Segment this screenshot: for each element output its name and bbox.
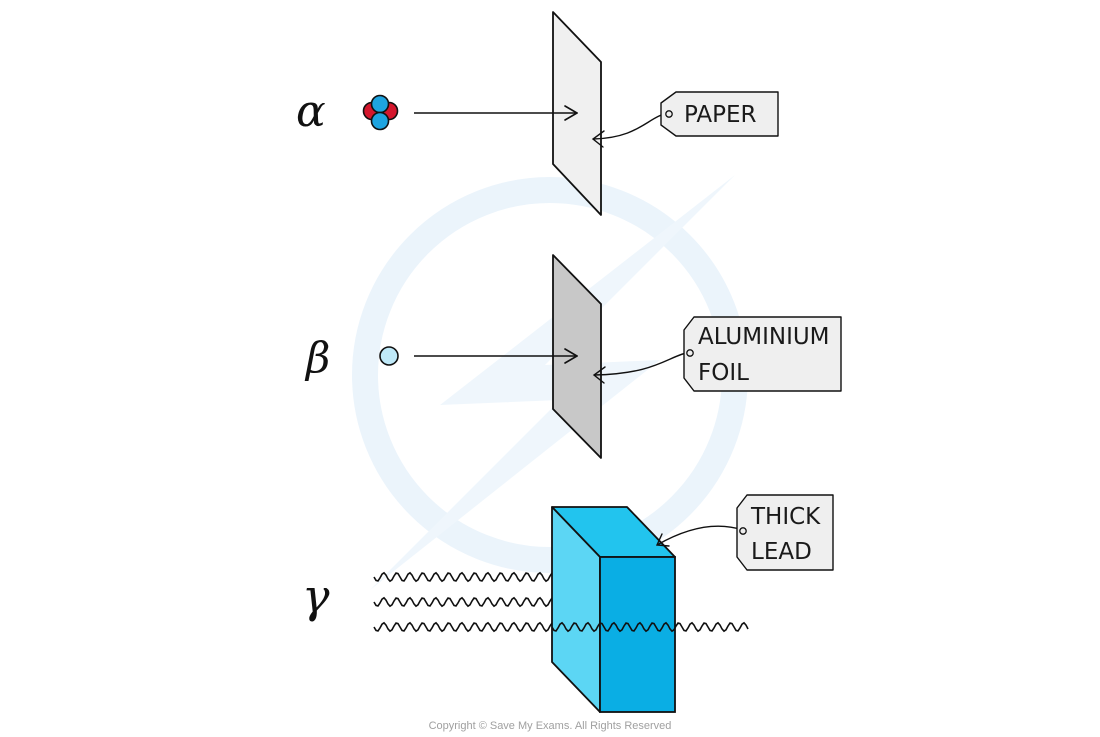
beta-particle-icon bbox=[379, 346, 399, 366]
lead-tag: THICK LEAD bbox=[736, 494, 834, 571]
foil-tag: ALUMINIUM FOIL bbox=[683, 316, 842, 392]
paper-tag-pointer bbox=[592, 112, 670, 140]
gamma-wave-1 bbox=[373, 571, 581, 583]
lead-block bbox=[551, 506, 676, 713]
lead-tag-line-1: THICK bbox=[750, 504, 821, 530]
gamma-symbol: γ bbox=[302, 569, 330, 623]
paper-tag-label: PAPER bbox=[684, 102, 757, 128]
alpha-symbol: α bbox=[296, 86, 326, 137]
lead-tag-line-2: LEAD bbox=[751, 539, 812, 565]
lead-tag-pointer-head bbox=[655, 533, 670, 547]
alpha-particle-icon bbox=[362, 94, 399, 131]
paper-tag: PAPER bbox=[660, 91, 779, 137]
foil-tag-line-2: FOIL bbox=[698, 360, 749, 386]
gamma-wave-3-through bbox=[551, 621, 749, 633]
label-tag-icon bbox=[683, 316, 842, 392]
paper-tag-pointer-head bbox=[591, 130, 605, 148]
foil-tag-pointer-head bbox=[592, 366, 606, 384]
alpha-row: α PAPER bbox=[296, 11, 779, 216]
label-tag-icon bbox=[736, 494, 834, 571]
copyright-notice: Copyright © Save My Exams. All Rights Re… bbox=[429, 720, 672, 732]
gamma-wave-3 bbox=[373, 621, 553, 633]
watermark-logo-icon bbox=[352, 175, 748, 590]
beta-symbol: β bbox=[304, 333, 330, 382]
lead-tag-pointer bbox=[656, 525, 744, 546]
foil-tag-line-1: ALUMINIUM bbox=[698, 324, 830, 350]
gamma-wave-through bbox=[551, 621, 749, 633]
label-tag-icon bbox=[660, 91, 779, 137]
gamma-row: γ THICK LEAD bbox=[302, 494, 834, 713]
foil-tag-pointer bbox=[593, 351, 691, 376]
lead-block-side bbox=[599, 556, 676, 713]
beta-row: β ALUMINIUM FOIL bbox=[304, 254, 842, 459]
